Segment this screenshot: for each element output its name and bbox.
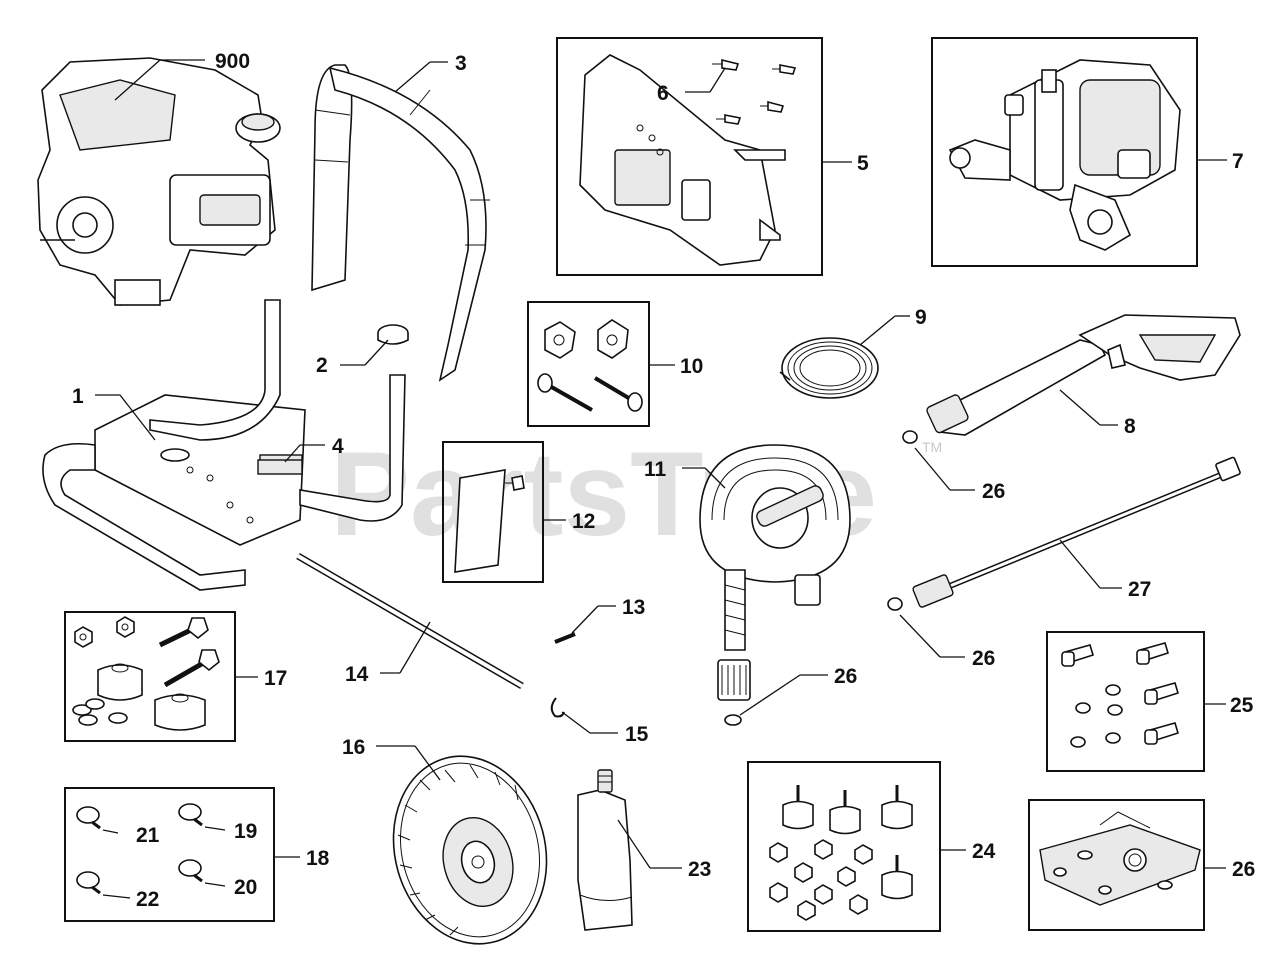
control-panel-part[interactable] — [579, 54, 786, 266]
wheel-part[interactable] — [373, 739, 567, 961]
callout-2[interactable]: 2 — [316, 354, 328, 377]
cover-plate-part[interactable] — [454, 469, 525, 573]
hose-coil-part[interactable] — [779, 337, 879, 399]
callout-13[interactable]: 13 — [622, 596, 645, 619]
screw-20-part[interactable] — [178, 859, 203, 883]
box-7 — [931, 37, 1198, 267]
box-18 — [64, 787, 275, 922]
box-12 — [442, 441, 544, 583]
callout-6[interactable]: 6 — [657, 82, 669, 105]
callout-900[interactable]: 900 — [215, 50, 250, 73]
o-ring-part-1[interactable] — [902, 430, 918, 444]
callout-26-gun[interactable]: 26 — [982, 480, 1005, 503]
axle-part[interactable] — [296, 552, 524, 690]
wand-part[interactable] — [912, 456, 1241, 608]
frame-part[interactable] — [42, 299, 406, 591]
spray-gun-part[interactable] — [926, 314, 1241, 436]
callout-23[interactable]: 23 — [688, 858, 711, 881]
callout-19[interactable]: 19 — [234, 820, 257, 843]
screws-part[interactable] — [712, 58, 797, 125]
callout-25[interactable]: 25 — [1230, 694, 1254, 717]
callout-22[interactable]: 22 — [136, 888, 159, 911]
box-25 — [1046, 631, 1205, 772]
callout-20[interactable]: 20 — [234, 876, 257, 899]
o-ring-part-2[interactable] — [887, 597, 903, 611]
callout-14[interactable]: 14 — [345, 663, 369, 686]
pressure-hose-part[interactable] — [699, 444, 851, 701]
box-5 — [556, 37, 823, 276]
callout-1[interactable]: 1 — [72, 385, 84, 408]
screw-19-part[interactable] — [178, 803, 203, 827]
callout-16[interactable]: 16 — [342, 736, 365, 759]
plug-part[interactable] — [377, 324, 409, 345]
callout-24[interactable]: 24 — [972, 840, 996, 863]
screw-22-part[interactable] — [76, 871, 101, 895]
callout-17[interactable]: 17 — [264, 667, 287, 690]
watermark-tm: TM — [922, 439, 942, 455]
callout-12[interactable]: 12 — [572, 510, 595, 533]
o-ring-part-3[interactable] — [724, 714, 742, 726]
screw-21-part[interactable] — [76, 806, 101, 830]
callout-8[interactable]: 8 — [1124, 415, 1136, 438]
callout-900-leader — [114, 59, 161, 101]
pump-part[interactable] — [948, 59, 1181, 251]
box-26 — [1028, 799, 1205, 931]
clip-part[interactable] — [550, 697, 565, 718]
callout-3[interactable]: 3 — [455, 52, 467, 75]
callout-26-gasket[interactable]: 26 — [1232, 858, 1255, 881]
mount-hardware-part[interactable] — [72, 616, 220, 731]
box-24 — [747, 761, 941, 932]
callout-26-hose[interactable]: 26 — [834, 665, 857, 688]
callout-5[interactable]: 5 — [857, 152, 869, 175]
callout-15[interactable]: 15 — [625, 723, 649, 746]
callout-7[interactable]: 7 — [1232, 150, 1244, 173]
pump-mount-hardware-part[interactable] — [769, 785, 913, 921]
callout-27[interactable]: 27 — [1128, 578, 1151, 601]
oil-bottle-part[interactable] — [577, 769, 633, 931]
callout-18[interactable]: 18 — [306, 847, 330, 870]
gasket-plate-part[interactable] — [1039, 811, 1201, 906]
callout-9[interactable]: 9 — [915, 306, 927, 329]
callout-10[interactable]: 10 — [680, 355, 703, 378]
pin-part[interactable] — [554, 632, 576, 644]
pump-bolts-part[interactable] — [1061, 642, 1179, 748]
callout-26-wand[interactable]: 26 — [972, 647, 995, 670]
box-10 — [527, 301, 650, 427]
knobs-bolts-part[interactable] — [537, 319, 643, 412]
engine-part[interactable] — [37, 57, 281, 306]
handle-part[interactable] — [311, 64, 490, 382]
callout-4[interactable]: 4 — [332, 435, 344, 458]
callout-11[interactable]: 11 — [644, 458, 667, 481]
label-part[interactable] — [257, 459, 303, 475]
callout-21[interactable]: 21 — [136, 824, 160, 847]
